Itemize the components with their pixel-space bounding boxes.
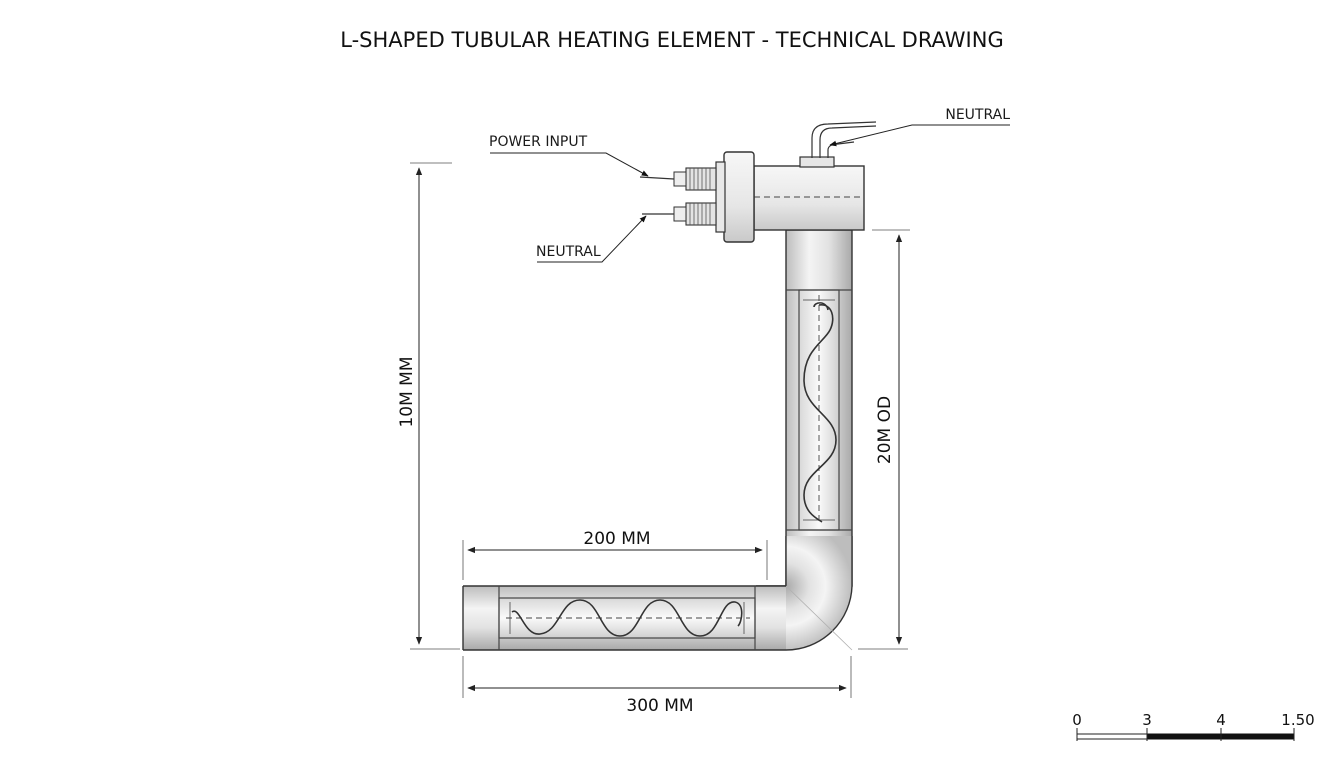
horizontal-tube: [462, 585, 786, 651]
neutral-lower-label: NEUTRAL: [536, 244, 601, 260]
top-cable-gland: [799, 156, 835, 168]
horizontal-inner-dimension-text: 200 MM: [583, 529, 650, 549]
horizontal-total-dimension-text: 300 MM: [626, 696, 693, 716]
scale-tick-label: 4: [1216, 711, 1226, 729]
scale-bar: 0 3 4 1.50: [1072, 711, 1315, 741]
power-input-label: POWER INPUT: [489, 134, 588, 150]
vertical-tube: [785, 229, 853, 587]
height-dimension: 10M MM: [397, 162, 460, 650]
terminal-head: [715, 151, 865, 243]
horizontal-total-dimension: 300 MM: [462, 656, 852, 716]
mounting-flange: [723, 151, 755, 243]
power-terminal-stud: [639, 167, 717, 191]
drawing-title: L-SHAPED TUBULAR HEATING ELEMENT - TECHN…: [340, 28, 1003, 52]
height-dimension-text: 10M MM: [397, 356, 417, 427]
vertical-heating-coil: [803, 304, 837, 523]
scale-tick-label: 1.50: [1281, 711, 1314, 729]
scale-tick-label: 0: [1072, 711, 1082, 729]
top-neutral-wire: [811, 121, 877, 158]
od-dimension: 20M OD: [858, 229, 910, 650]
neutral-top-label: NEUTRAL: [945, 107, 1010, 123]
scale-tick-label: 3: [1142, 711, 1152, 729]
neutral-top-leader: [829, 124, 1010, 147]
horizontal-heating-coil: [511, 599, 743, 637]
neutral-lower-leader: [537, 215, 647, 263]
neutral-terminal-stud: [642, 202, 717, 226]
horizontal-inner-dimension: 200 MM: [462, 529, 768, 580]
od-dimension-text: 20M OD: [875, 396, 895, 464]
power-input-leader: [490, 152, 649, 177]
